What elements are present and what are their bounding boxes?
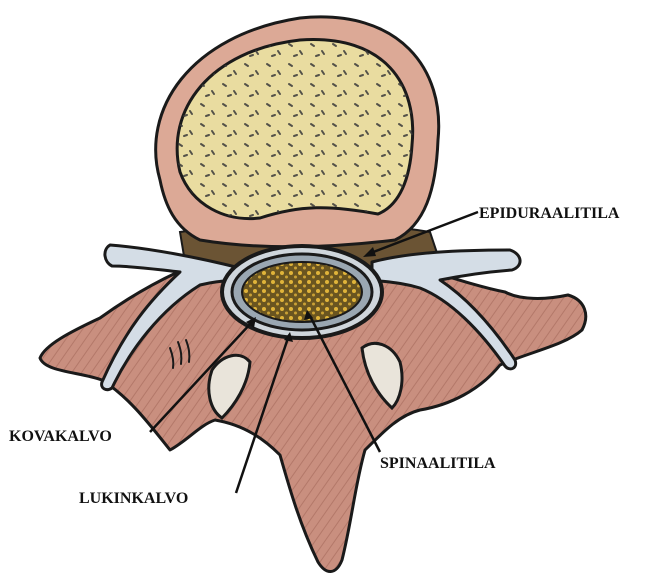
label-spinaalitila: SPINAALITILA [380, 455, 496, 472]
spinal-canal-content [242, 262, 362, 322]
label-kovakalvo: KOVAKALVO [9, 428, 112, 445]
label-epiduraalitila: EPIDURAALITILA [479, 205, 620, 222]
label-lukinkalvo: LUKINKALVO [79, 490, 188, 507]
